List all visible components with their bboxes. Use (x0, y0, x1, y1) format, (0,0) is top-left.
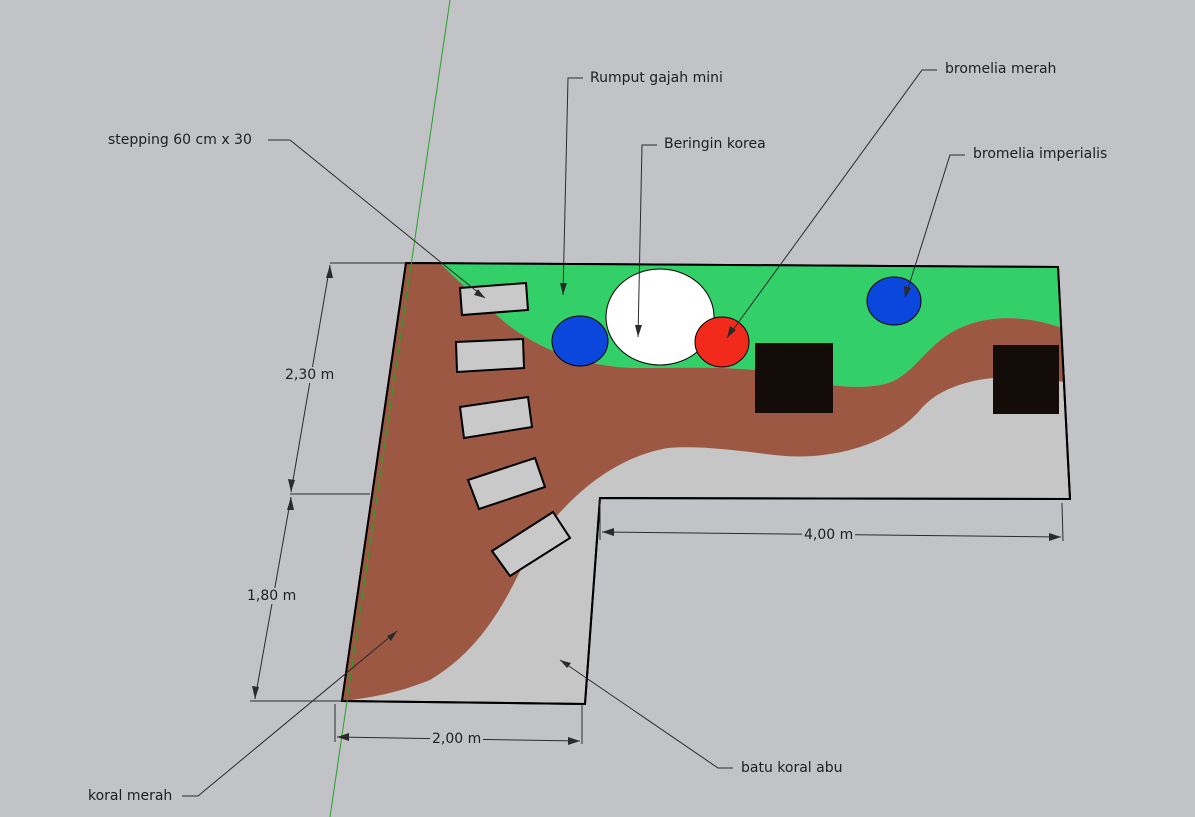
leader-koral-merah (182, 630, 398, 797)
leader-lines (182, 69, 965, 797)
bromelia-imperialis-right (866, 276, 922, 326)
leader-batu-koral-abu (559, 659, 733, 769)
dimension-label-2-00: 2,00 m (430, 731, 484, 747)
beringin-korea-tree (605, 268, 715, 366)
bromelia-merah (694, 316, 750, 368)
label-koral-merah: koral merah (88, 788, 173, 804)
leader-rumput (562, 77, 583, 296)
dimension-label-1-80: 1,80 m (245, 588, 299, 604)
label-batu-koral-abu: batu koral abu (741, 760, 843, 776)
axis-line (329, 0, 451, 817)
stepping-stone (454, 337, 526, 374)
stepping-stone (466, 456, 547, 511)
leader-stepping (268, 139, 486, 299)
stepping-stone (458, 281, 530, 317)
leader-arrowheads (387, 283, 911, 668)
dark-block-right (993, 345, 1059, 414)
stepping-stone (490, 510, 572, 578)
dark-block-center (755, 343, 833, 413)
label-rumput-gajah-mini: Rumput gajah mini (590, 70, 723, 86)
label-bromelia-merah: bromelia merah (945, 61, 1057, 77)
leader-bromelia-merah (726, 69, 937, 339)
dimension-label-2-30: 2,30 m (283, 367, 337, 383)
dimension-arrowheads (252, 265, 1061, 745)
label-stepping: stepping 60 cm x 30 (108, 132, 252, 148)
dimension-label-4-00: 4,00 m (802, 527, 856, 543)
label-beringin-korea: Beringin korea (664, 136, 766, 152)
stepping-stone (458, 395, 534, 440)
label-bromelia-imperialis: bromelia imperialis (973, 146, 1108, 162)
leader-bromelia-imperialis (904, 154, 965, 299)
bromelia-imperialis-left (551, 315, 609, 367)
path-koral-merah (342, 263, 1064, 701)
stepping-stones (454, 281, 572, 578)
leader-beringin (637, 144, 657, 338)
